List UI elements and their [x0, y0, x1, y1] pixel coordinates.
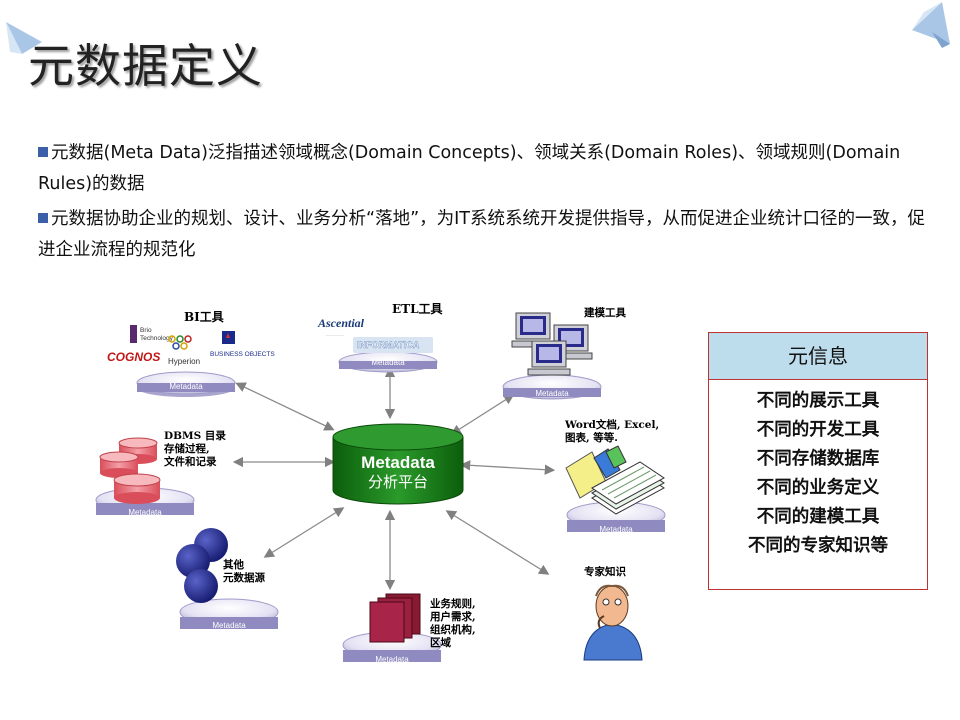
- platform-label-business: Metadata: [375, 655, 409, 664]
- business-rules-label: 业务规则, 用户需求, 组织机构, 区域: [430, 598, 476, 650]
- business-rules-label-line: 业务规则,: [430, 598, 476, 610]
- meta-info-list: 不同的展示工具 不同的开发工具 不同存储数据库 不同的业务定义 不同的建模工具 …: [709, 380, 927, 561]
- dbms-cylinders: [99, 437, 161, 504]
- sphere-icons: [176, 528, 228, 603]
- other-sources-label-line: 元数据源: [223, 572, 265, 584]
- svg-text:Brio: Brio: [140, 327, 152, 334]
- svg-text:COGNOS: COGNOS: [107, 350, 160, 364]
- platform-docs: [566, 501, 666, 532]
- platforms: [95, 351, 666, 662]
- other-sources-label-line: 其他: [223, 559, 244, 571]
- arrow-modeling: [450, 394, 515, 435]
- platform-label-etl: Metadata: [371, 358, 405, 367]
- bullet-square-icon: [38, 147, 48, 157]
- other-sources-label: 其他 元数据源: [223, 559, 265, 585]
- corner-decoration-right: [912, 2, 950, 48]
- documents-label: Word文档, Excel, 图表, 等等.: [565, 419, 659, 445]
- platform-bi: [136, 371, 236, 397]
- hub-cylinder: [332, 423, 464, 505]
- hub-label: Metadata 分析平台: [333, 453, 463, 491]
- meta-info-header: 元信息: [709, 333, 927, 380]
- documents-label-line: Word文档, Excel,: [565, 419, 660, 431]
- bullet-square-icon: [38, 213, 48, 223]
- slide-title: 元数据定义: [28, 39, 263, 93]
- hyperion-icon: [168, 335, 192, 350]
- computer-icons: [511, 312, 593, 376]
- svg-text:Hyperion: Hyperion: [168, 357, 200, 366]
- svg-text:Ascential: Ascential: [317, 316, 365, 330]
- platform-label-modeling: Metadata: [535, 389, 569, 398]
- business-rules-label-line: 组织机构,: [430, 624, 476, 636]
- meta-info-item: 不同的展示工具: [756, 391, 880, 411]
- computer-3: [527, 340, 571, 376]
- platform-label-other: Metadata: [212, 621, 246, 630]
- platform-label-bi: Metadata: [169, 382, 203, 391]
- corner-decoration-left: [6, 22, 42, 54]
- etl-logos: Ascential ................ INFORMATICA: [317, 316, 433, 353]
- dbms-label: DBMS 目录 存储过程, 文件和记录: [164, 430, 226, 469]
- meta-info-panel: 元信息 不同的展示工具 不同的开发工具 不同存储数据库 不同的业务定义 不同的建…: [708, 332, 928, 590]
- hub-subtitle: 分析平台: [367, 473, 428, 491]
- platform-other: [179, 598, 279, 629]
- paper-stack-icon: [591, 461, 665, 515]
- dbms-label-line: DBMS 目录: [164, 430, 226, 442]
- svg-text:................: ................: [326, 332, 344, 337]
- documents-label-line: 图表, 等等.: [565, 432, 618, 444]
- business-rules-label-line: 用户需求,: [430, 611, 476, 623]
- meta-info-item: 不同的专家知识等: [748, 536, 888, 556]
- connector-arrows: [232, 366, 556, 591]
- arrow-expert: [445, 510, 550, 575]
- paragraph-text: 元数据(Meta Data)泛指描述领域概念(Domain Concepts)、…: [38, 143, 901, 194]
- paragraph-definition: 元数据(Meta Data)泛指描述领域概念(Domain Concepts)、…: [38, 138, 928, 200]
- meta-info-item: 不同的开发工具: [756, 420, 880, 440]
- svg-text:Technology: Technology: [140, 335, 174, 342]
- platform-label-docs: Metadata: [599, 525, 633, 534]
- svg-text:BUSINESS OBJECTS: BUSINESS OBJECTS: [210, 351, 275, 358]
- bi-tools-label: BI工具: [184, 310, 224, 324]
- arrow-bi: [235, 382, 335, 431]
- meta-info-item: 不同的建模工具: [756, 507, 880, 527]
- dbms-label-line: 文件和记录: [164, 456, 217, 468]
- business-rules-label-line: 区域: [430, 637, 451, 649]
- expert-knowledge-label: 专家知识: [584, 566, 626, 578]
- arrow-docs: [459, 460, 556, 475]
- modeling-tools-label: 建模工具: [584, 307, 626, 319]
- platform-business: [342, 631, 442, 662]
- svg-text:INFORMATICA: INFORMATICA: [357, 340, 420, 350]
- platform-label-dbms: Metadata: [128, 508, 162, 517]
- thinking-person-icon: [583, 584, 643, 661]
- bi-logos: Brio Technology Hyperion COGNOS BUSINESS…: [107, 325, 275, 366]
- paragraph-purpose: 元数据协助企业的规划、设计、业务分析“落地”，为IT系统系统开发提供指导，从而促…: [38, 204, 928, 266]
- etl-tools-label: ETL工具: [392, 302, 443, 316]
- document-icons: [565, 445, 665, 515]
- business-rules-icon: [369, 593, 421, 643]
- meta-info-item: 不同的业务定义: [756, 478, 880, 498]
- paragraph-text: 元数据协助企业的规划、设计、业务分析“落地”，为IT系统系统开发提供指导，从而促…: [38, 209, 925, 260]
- hub-title: Metadata: [361, 453, 435, 472]
- arrow-other: [263, 507, 345, 558]
- dbms-label-line: 存储过程,: [164, 443, 210, 455]
- meta-info-item: 不同存储数据库: [756, 449, 880, 469]
